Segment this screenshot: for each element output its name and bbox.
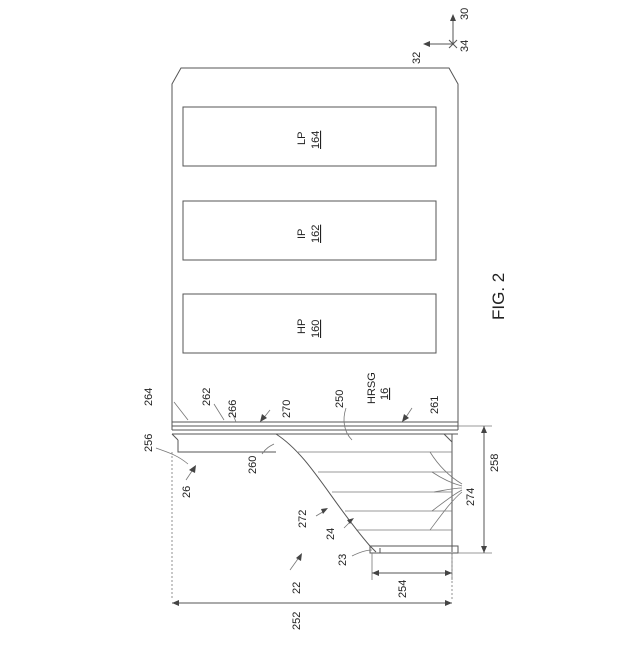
module-lp: LP 164	[183, 107, 436, 166]
ref-23: 23	[337, 554, 349, 566]
leader-250	[344, 408, 352, 440]
ref-256: 256	[143, 434, 155, 452]
ref-272: 272	[297, 510, 309, 528]
ref-254: 254	[397, 580, 409, 598]
leader-23	[352, 550, 372, 556]
dimension-252: 252	[172, 600, 452, 630]
dim-258-arrow-top-icon	[481, 426, 487, 433]
ref-24: 24	[325, 528, 337, 540]
leader-274-b	[432, 472, 462, 486]
leader-262	[214, 404, 224, 420]
ref-274: 274	[465, 488, 477, 506]
module-ip-num: 162	[310, 225, 322, 243]
flow-vanes	[298, 452, 452, 530]
module-hp-num: 160	[310, 320, 322, 338]
module-lp-name: LP	[296, 132, 308, 145]
ref-270: 270	[281, 400, 293, 418]
module-ip-name: IP	[296, 229, 308, 239]
ref-264: 264	[143, 388, 155, 406]
dim-254-arrow-left-icon	[372, 570, 379, 576]
inlet-flange	[370, 546, 458, 553]
axis-30-label: 30	[459, 8, 471, 20]
axis-34-label: 34	[459, 40, 471, 52]
ref-252: 252	[291, 612, 303, 630]
ref-266: 266	[227, 400, 239, 418]
ref-260: 260	[247, 456, 259, 474]
figure-title: FIG. 2	[489, 273, 508, 320]
leader-274-c	[434, 488, 462, 492]
dim-252-arrow-right-icon	[445, 600, 452, 606]
module-hp: HP 160	[183, 294, 436, 353]
leader-272-arrow-icon	[321, 508, 328, 514]
hrsg-num: 16	[379, 388, 391, 400]
axis-30-arrow-icon	[450, 14, 456, 21]
ref-22: 22	[291, 582, 303, 594]
ref-261: 261	[429, 396, 441, 414]
axis-triad: 30 32 34	[411, 8, 471, 64]
axis-32-label: 32	[411, 52, 423, 64]
dim-258-arrow-bottom-icon	[481, 546, 487, 553]
diffuser-right-corner	[444, 434, 452, 442]
ref-258: 258	[489, 454, 501, 472]
dim-252-arrow-left-icon	[172, 600, 179, 606]
dimension-254: 254	[372, 553, 452, 598]
transition-corner	[172, 434, 178, 440]
leader-264	[174, 402, 188, 420]
leader-274-a	[430, 452, 462, 484]
axis-32-arrow-icon	[423, 41, 430, 47]
leaders-274	[430, 452, 462, 530]
leader-26-arrow-icon	[189, 465, 196, 473]
ref-26: 26	[181, 486, 193, 498]
module-lp-num: 164	[310, 131, 322, 149]
hrsg-housing	[172, 68, 458, 430]
hrsg-name: HRSG	[366, 372, 378, 404]
module-ip: IP 162	[183, 201, 436, 260]
ref-250: 250	[334, 390, 346, 408]
leader-261-arrow-icon	[402, 414, 409, 422]
ref-262: 262	[201, 388, 213, 406]
dim-254-arrow-right-icon	[445, 570, 452, 576]
inlet-plates	[172, 422, 458, 434]
module-hp-name: HP	[296, 319, 308, 334]
transition-wall	[178, 440, 276, 452]
